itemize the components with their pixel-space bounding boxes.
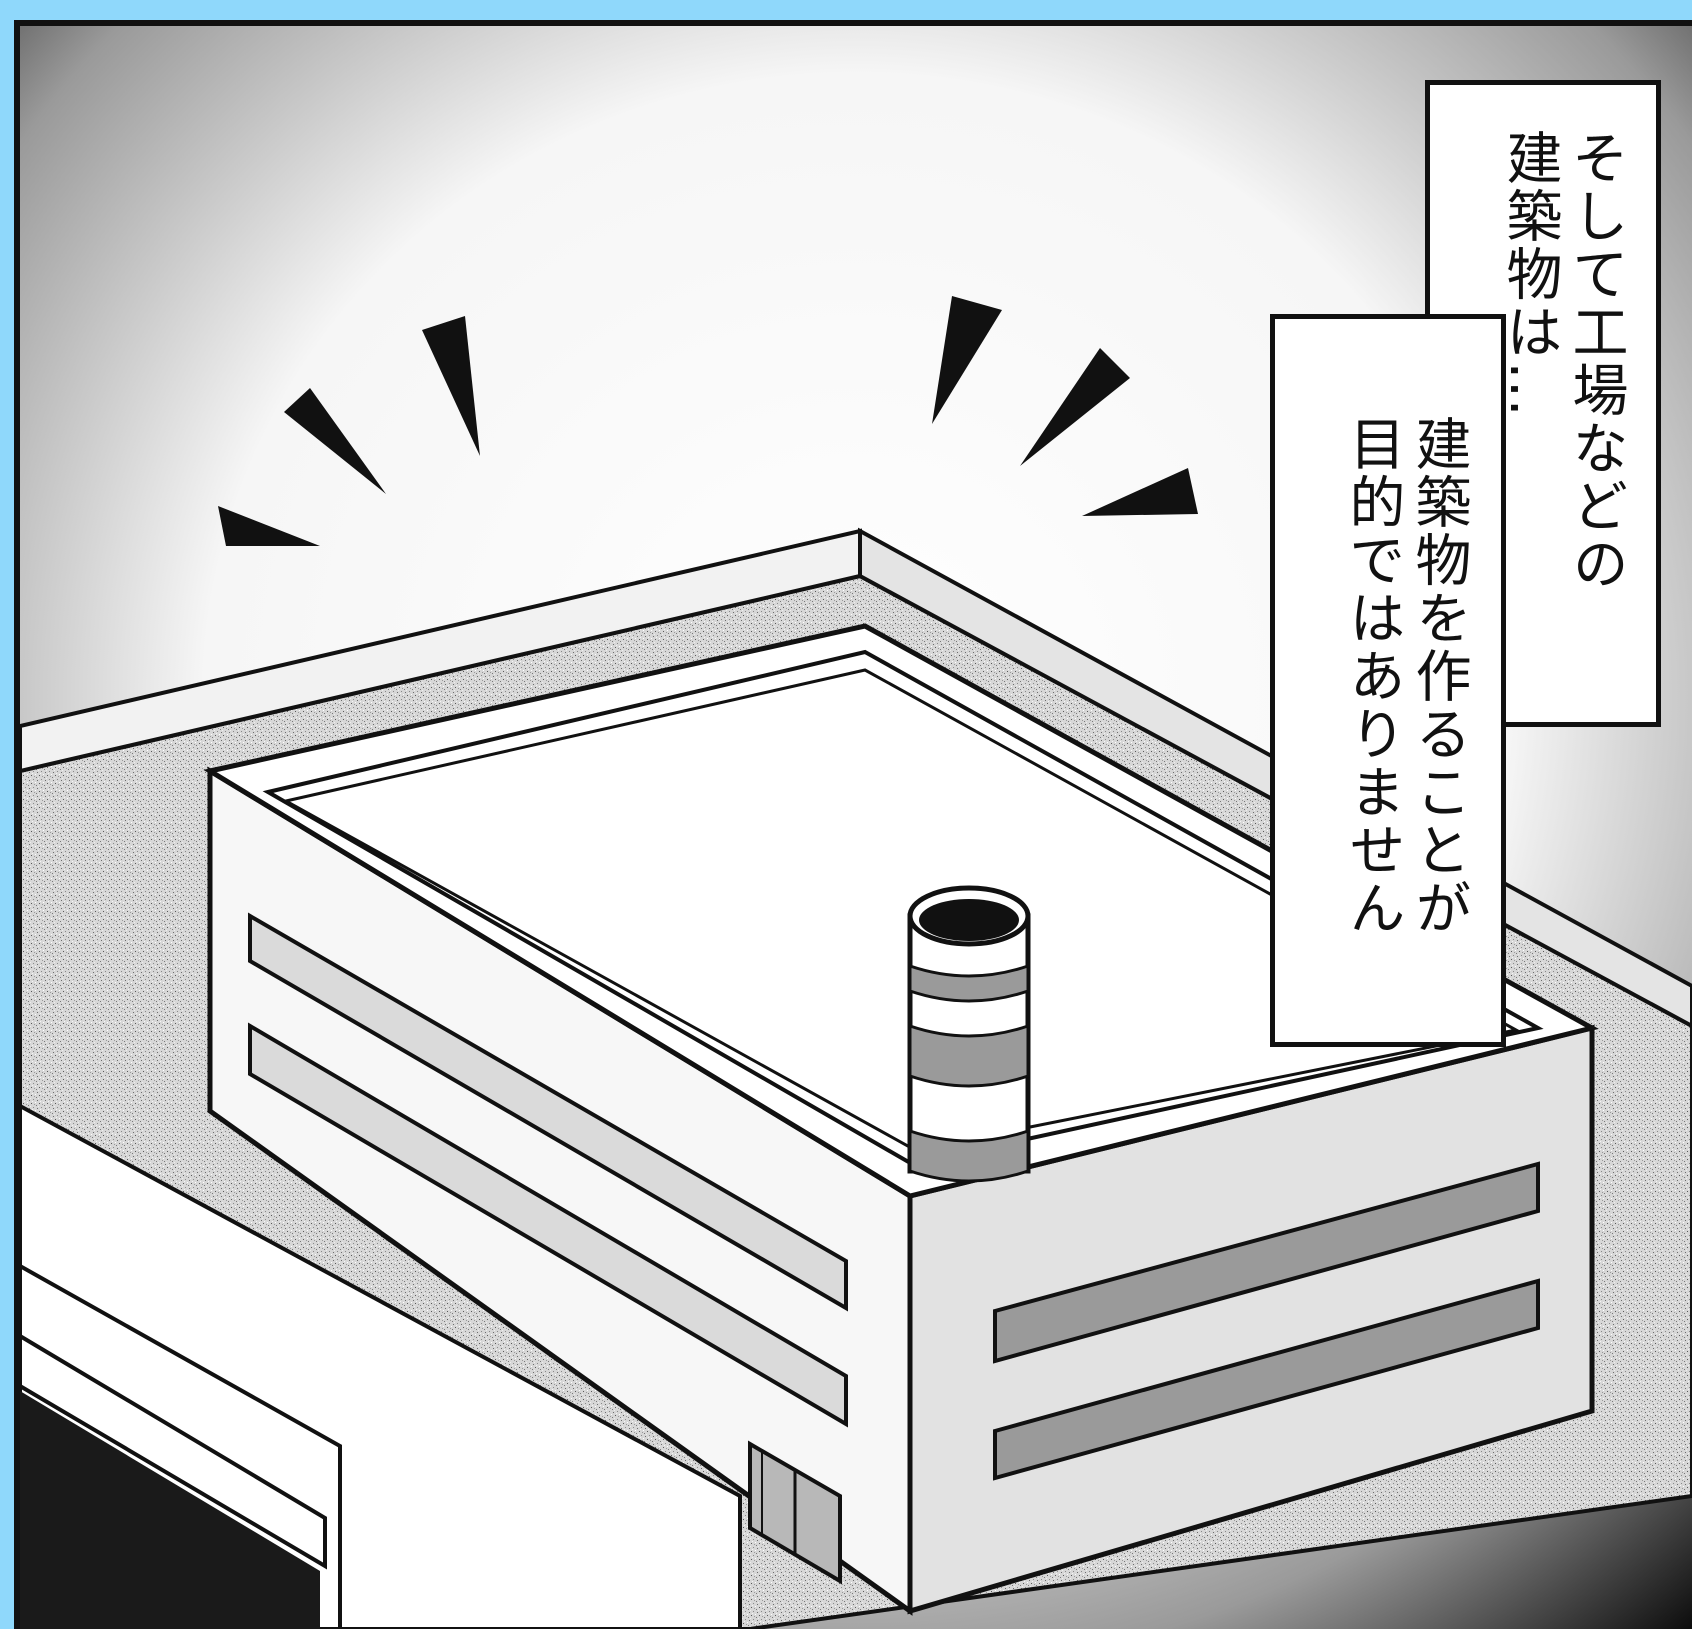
narration-text-1: そして工場などの 建築物は…	[1496, 129, 1628, 593]
narration-box-2: 建築物を作ることが 目的ではありません	[1270, 314, 1506, 1047]
emphasis-spike-5	[1020, 348, 1130, 466]
emphasis-spike-6	[1082, 468, 1198, 516]
chimney	[907, 885, 1031, 1183]
window-band-left-2	[248, 1022, 848, 1428]
comic-panel: そして工場などの 建築物は… 建築物を作ることが 目的ではありません	[14, 20, 1692, 1629]
roof-inner-surface	[281, 668, 1521, 1152]
emphasis-spike-1	[218, 506, 320, 546]
curb-front	[20, 1333, 327, 1570]
emphasis-spike-3	[422, 316, 480, 456]
emphasis-spike-2	[284, 388, 386, 494]
narration-line: そして工場などの	[1563, 129, 1628, 593]
window-band-left-1	[248, 912, 848, 1312]
narration-line: 建築物は…	[1497, 129, 1562, 419]
factory-illustration	[20, 26, 1692, 1629]
road-dark	[20, 1391, 320, 1629]
window-band-right-2	[993, 1278, 1540, 1481]
emphasis-spike-4	[932, 296, 1002, 424]
window-band-right-1	[993, 1161, 1540, 1364]
roof-parapet	[262, 649, 1544, 1167]
narration-line: 目的ではありません	[1340, 415, 1405, 937]
narration-line: 建築物を作ることが	[1406, 415, 1471, 937]
narration-text-2: 建築物を作ることが 目的ではありません	[1339, 415, 1471, 937]
